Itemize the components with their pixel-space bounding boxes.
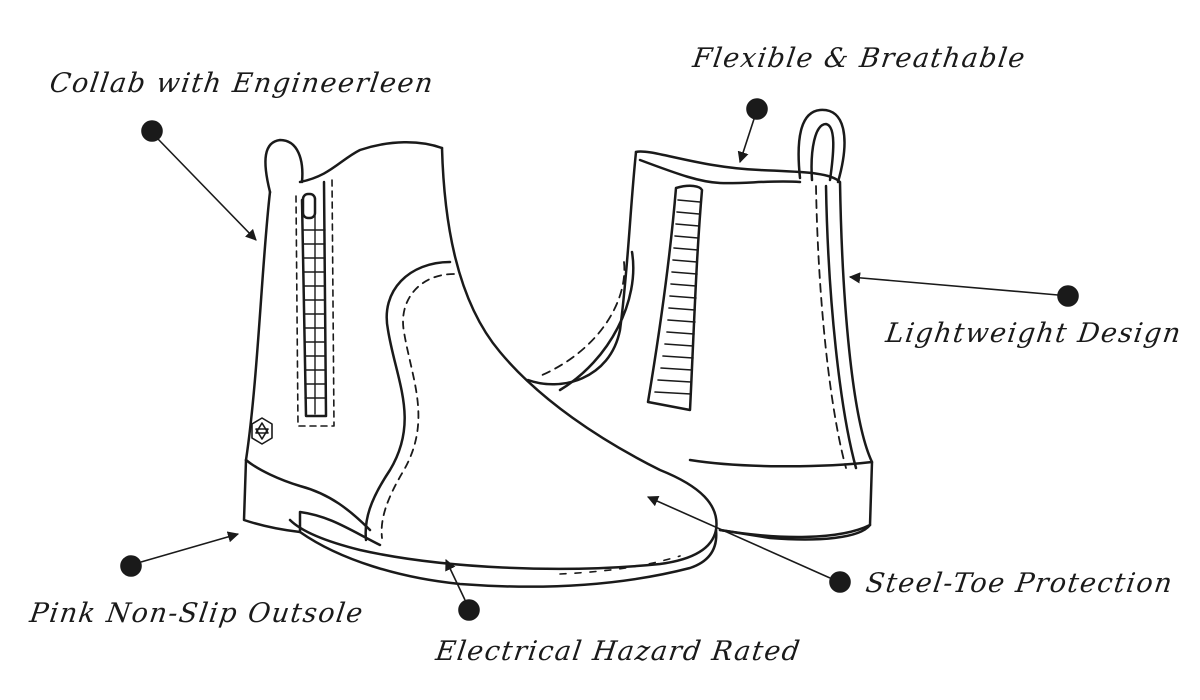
hexagon-star-logo-icon xyxy=(251,417,273,445)
right-boot-pull-tab xyxy=(797,108,846,184)
callout-label-lightweight: Lightweight Design xyxy=(883,318,1184,349)
callout-label-collab: Collab with Engineerleen xyxy=(47,68,437,99)
callout-dot-outsole xyxy=(120,555,142,577)
callout-line-collab xyxy=(157,138,257,241)
callout-line-outsole xyxy=(140,531,240,563)
left-boot-upper xyxy=(288,146,718,571)
callout-dot-collab xyxy=(141,120,163,142)
zipper-pull-icon xyxy=(301,192,317,220)
callout-pointers xyxy=(120,98,1079,621)
left-boot-heel xyxy=(242,458,382,547)
callout-dot-flexible xyxy=(746,98,768,120)
callout-line-lightweight xyxy=(848,272,1059,296)
callout-label-outsole: Pink Non-Slip Outsole xyxy=(27,598,366,629)
right-boot-sole xyxy=(688,458,874,468)
left-boot-pull-tab xyxy=(264,138,304,194)
right-boot xyxy=(526,108,874,541)
left-boot-outsole xyxy=(298,528,718,588)
callout-label-steel-toe: Steel-Toe Protection xyxy=(863,568,1176,599)
callout-dot-electrical xyxy=(458,599,480,621)
callout-line-flexible xyxy=(737,118,755,164)
right-boot-shaft xyxy=(634,150,874,541)
callout-label-flexible: Flexible & Breathable xyxy=(690,43,1029,74)
left-boot xyxy=(242,138,718,588)
callout-line-electrical xyxy=(445,558,466,601)
callout-label-electrical: Electrical Hazard Rated xyxy=(433,636,803,667)
left-boot-zipper xyxy=(300,180,328,418)
callout-dot-steel-toe xyxy=(829,571,851,593)
callout-dot-lightweight xyxy=(1057,285,1079,307)
right-boot-elastic-gore xyxy=(646,184,704,412)
left-boot-side-panel xyxy=(364,260,452,542)
callout-line-steel-toe xyxy=(646,495,831,579)
